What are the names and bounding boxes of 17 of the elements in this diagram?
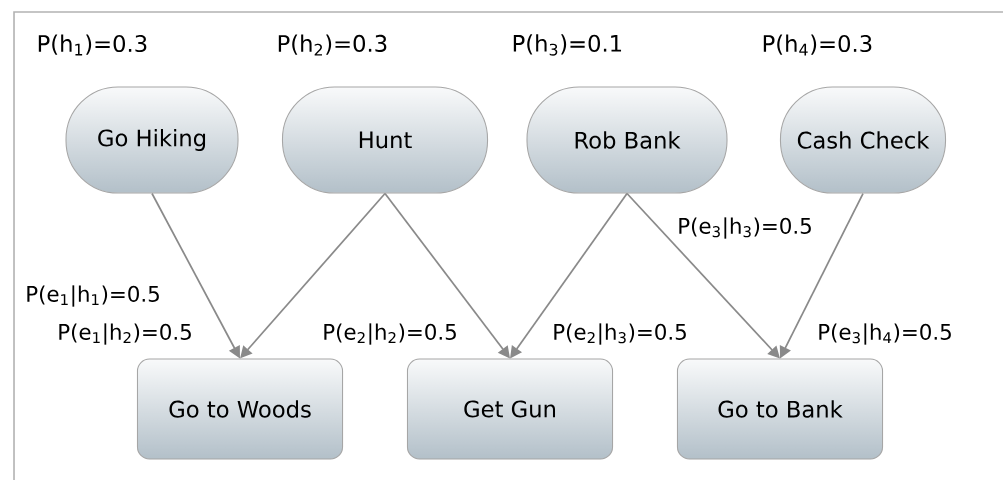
- edge-label: P(e$_{1}$|h$_{2}$)=0.5: [55, 322, 195, 346]
- edge-label: P(e$_{2}$|h$_{3}$)=0.5: [550, 322, 690, 346]
- hypothesis-oval: Cash Check: [779, 86, 947, 194]
- hypothesis-oval: Rob Bank: [526, 86, 728, 194]
- edge-label: P(e$_{1}$|h$_{1}$)=0.5: [23, 284, 163, 308]
- probability-label: P(h$_{1}$)=0.3: [38, 34, 147, 56]
- edge-label: P(e$_{3}$|h$_{3}$)=0.5: [675, 216, 815, 240]
- edge-label: P(e$_{2}$|h$_{2}$)=0.5: [320, 322, 460, 346]
- hypothesis-oval: Go Hiking: [65, 86, 239, 194]
- evidence-box: Go to Woods: [136, 358, 344, 460]
- probability-label: P(h$_{3}$)=0.1: [513, 34, 622, 56]
- evidence-box: Get Gun: [406, 358, 614, 460]
- probability-label: P(h$_{2}$)=0.3: [278, 34, 387, 56]
- evidence-box: Go to Bank: [676, 358, 884, 460]
- probability-label: P(h$_{4}$)=0.3: [763, 34, 872, 56]
- hypothesis-oval: Hunt: [281, 86, 489, 194]
- edge-label: P(e$_{3}$|h$_{4}$)=0.5: [815, 322, 955, 346]
